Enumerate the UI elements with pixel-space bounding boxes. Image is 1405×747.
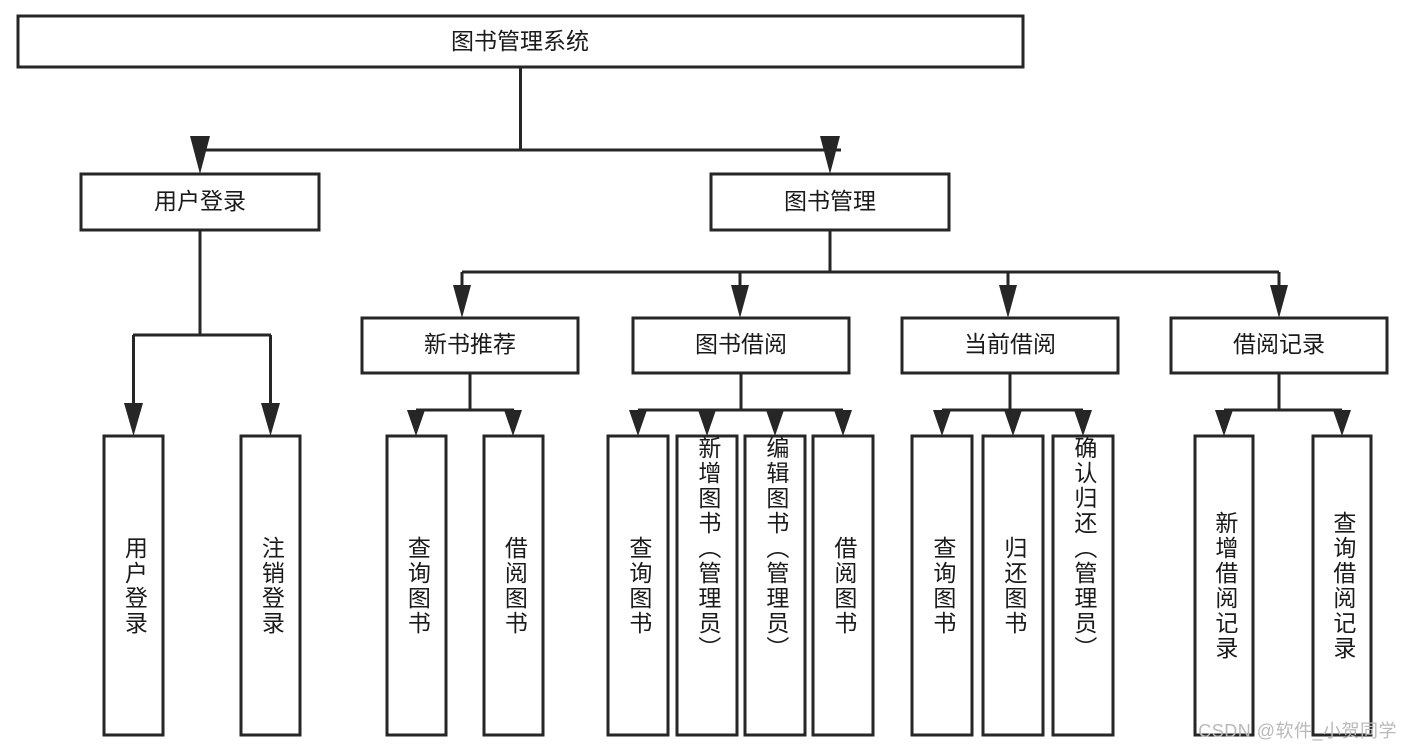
watermark-text: CSDN @软件_小贺同学 — [1198, 721, 1397, 741]
arrowhead-to-new-book-rec — [453, 285, 471, 318]
node-root-label: 图书管理系统 — [451, 28, 589, 54]
node-new-book-rec-box[interactable] — [360, 316, 580, 375]
arrowhead-to-borrow-record — [1270, 285, 1288, 318]
leaf-box-current-0[interactable] — [910, 434, 974, 737]
arrowhead-current-leaf-2 — [1074, 410, 1092, 436]
node-root-box[interactable] — [16, 14, 1025, 69]
arrowhead-new-book-leaf-1 — [504, 410, 522, 436]
node-user-login-label: 用户登录 — [154, 188, 246, 214]
arrowhead-current-leaf-1 — [1004, 410, 1022, 436]
node-user-login-box[interactable] — [79, 172, 321, 232]
node-borrow-record-label: 借阅记录 — [1233, 331, 1325, 357]
leaf-box-record-1[interactable] — [1311, 434, 1373, 737]
arrowhead-to-book-manage — [820, 136, 840, 174]
node-new-book-rec-label: 新书推荐 — [424, 331, 516, 357]
leaf-box-new-book-1[interactable] — [482, 434, 545, 737]
arrowhead-new-book-leaf-0 — [407, 410, 425, 436]
leaf-box-borrow-3[interactable] — [811, 434, 875, 737]
node-current-borrow-box[interactable] — [900, 316, 1120, 375]
leaf-box-borrow-2[interactable] — [743, 434, 807, 737]
arrowhead-user-login-leaf-0 — [124, 403, 143, 436]
leaf-box-record-0[interactable] — [1193, 434, 1255, 737]
leaf-box-borrow-1[interactable] — [675, 434, 739, 737]
arrowhead-borrow-leaf-1 — [698, 410, 716, 436]
arrowhead-borrow-leaf-2 — [766, 410, 784, 436]
arrowhead-user-login-leaf-1 — [261, 403, 280, 436]
leaf-box-current-2[interactable] — [1051, 434, 1115, 737]
arrowhead-to-current-borrow — [999, 285, 1017, 318]
leaf-box-borrow-0[interactable] — [606, 434, 670, 737]
node-current-borrow-label: 当前借阅 — [964, 331, 1056, 357]
leaf-box-current-1[interactable] — [981, 434, 1045, 737]
node-book-manage-label: 图书管理 — [784, 188, 876, 214]
leaf-box-new-book-0[interactable] — [385, 434, 448, 737]
node-book-borrow-label: 图书借阅 — [695, 331, 787, 357]
arrowhead-current-leaf-0 — [933, 410, 951, 436]
arrowhead-borrow-leaf-3 — [834, 410, 852, 436]
arrowhead-record-leaf-1 — [1333, 410, 1351, 436]
arrowhead-to-user-login — [190, 136, 210, 174]
arrowhead-borrow-leaf-0 — [629, 410, 647, 436]
leaf-box-user-login-1[interactable] — [239, 434, 302, 737]
leaf-box-user-login-0[interactable] — [102, 434, 165, 737]
arrowhead-to-book-borrow — [731, 285, 749, 318]
arrowhead-record-leaf-0 — [1215, 410, 1233, 436]
